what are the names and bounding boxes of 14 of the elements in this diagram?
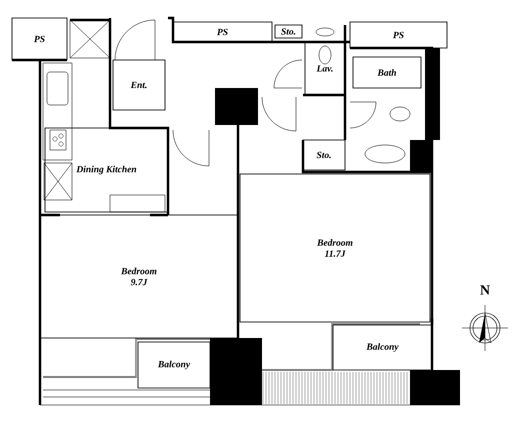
room: Ent. [112, 60, 166, 110]
room: Balcony [332, 324, 432, 370]
room: PS [350, 22, 448, 48]
room: Dining Kitchen [44, 128, 168, 212]
compass-letter: N [480, 285, 490, 295]
room: Lav. [304, 42, 346, 96]
room: PS [12, 18, 68, 60]
room: Bedroom 9.7J [40, 214, 238, 338]
room: Balcony [138, 342, 210, 388]
room: PS [172, 22, 272, 42]
room: Sto. [302, 140, 346, 170]
room: Bath [352, 56, 422, 88]
room: Sto. [274, 24, 302, 38]
room: Bedroom 11.7J [240, 174, 430, 322]
